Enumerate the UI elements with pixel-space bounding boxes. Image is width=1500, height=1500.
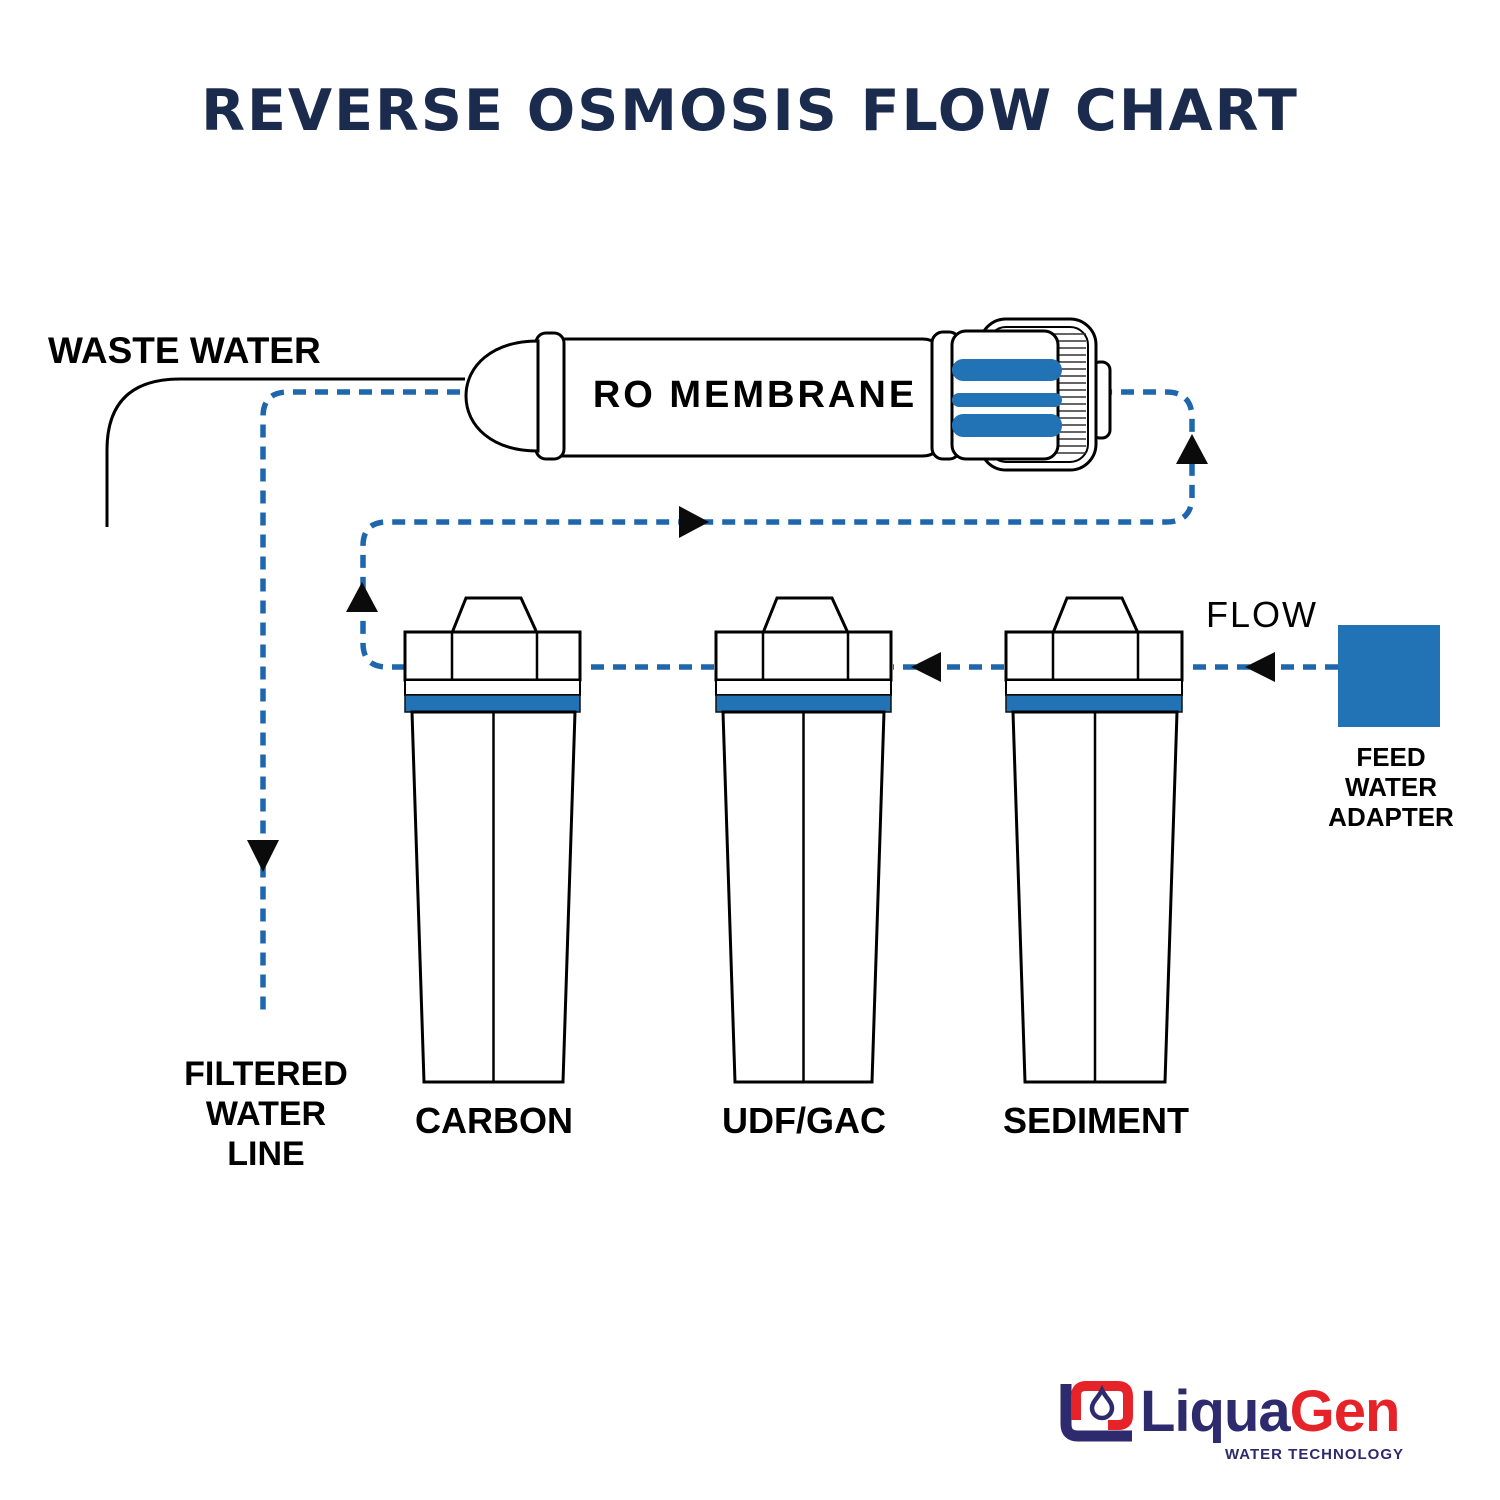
waste-water-label: WASTE WATER: [48, 330, 321, 371]
filter-cap: [403, 630, 582, 682]
filter-cap: [1004, 630, 1184, 682]
membrane-stripe: [952, 414, 1062, 437]
feed-water-adapter-square: [1338, 625, 1440, 727]
liquagen-logo: LiquaGen WATER TECHNOLOGY: [1058, 1378, 1438, 1468]
arrowhead-up: [1176, 434, 1208, 464]
membrane-stripe: [952, 359, 1062, 381]
membrane-dome-cap: [464, 339, 540, 453]
arrowhead-up: [346, 582, 378, 612]
filter-blue-band: [404, 694, 581, 713]
filter-blue-band: [1005, 694, 1183, 713]
water-drop-icon: [1089, 1384, 1115, 1421]
membrane-left-collar: [534, 331, 566, 461]
filtered-water-line-label: FILTERED WATER LINE: [184, 1054, 348, 1174]
filter-cap-lines: [761, 632, 850, 680]
stage-label-carbon: CARBON: [415, 1100, 573, 1141]
filter-housing-sediment: [1004, 596, 1184, 1084]
membrane-blue-stripes: [952, 359, 1062, 437]
stage-label-udf-gac: UDF/GAC: [722, 1100, 886, 1141]
logo-c-shape: [1071, 1381, 1133, 1430]
filter-blue-band: [715, 694, 892, 713]
feed-water-adapter-label-line: FEED: [1356, 742, 1426, 772]
filter-cap-lines: [450, 632, 539, 680]
arrowhead-right: [679, 506, 709, 538]
filter-cap-lines: [1051, 632, 1140, 680]
logo-wordmark-accent: Gen: [1289, 1379, 1401, 1444]
arrowhead-left: [911, 652, 941, 682]
filter-white-band: [715, 679, 892, 696]
liquagen-logo-mark-icon: [1060, 1381, 1133, 1442]
feed-water-adapter-label-line: WATER: [1345, 772, 1437, 802]
logo-l-shape: [1060, 1384, 1132, 1442]
filter-knob: [449, 596, 540, 635]
filtered-water-line-label-line: FILTERED: [184, 1055, 348, 1093]
filtered-water-line-label-line: LINE: [227, 1135, 305, 1173]
filter-white-band: [404, 679, 581, 696]
filter-knob: [760, 596, 851, 635]
feed-water-adapter-label-line: ADAPTER: [1328, 802, 1454, 832]
ro-membrane-label: RO MEMBRANE: [592, 374, 918, 416]
logo-wordmark-primary: Liqua: [1140, 1379, 1291, 1444]
membrane-stripe: [952, 393, 1062, 407]
waste-water-line: [105, 377, 465, 527]
arrowhead-left: [1245, 652, 1275, 682]
filter-housing-udf-gac: [714, 596, 893, 1084]
filter-cap: [714, 630, 893, 682]
ro-membrane-housing: [464, 317, 1112, 472]
filter-housing-carbon: [403, 596, 582, 1084]
feed-water-adapter-label: FEED WATER ADAPTER: [1328, 742, 1454, 832]
carbon-to-membrane-line: [360, 389, 1195, 670]
logo-tagline: WATER TECHNOLOGY: [1224, 1446, 1404, 1463]
page-title: REVERSE OSMOSIS FLOW CHART: [201, 78, 1299, 144]
stage-label-sediment: SEDIMENT: [1002, 1100, 1190, 1141]
filter-knob: [1050, 596, 1141, 635]
flow-arrowheads: [247, 434, 1275, 872]
logo-wordmark: LiquaGen: [1140, 1378, 1401, 1445]
flow-label: FLOW: [1206, 594, 1318, 635]
arrowhead-down: [247, 840, 279, 872]
filtered-water-line-label-line: WATER: [205, 1095, 327, 1133]
filter-white-band: [1005, 679, 1183, 696]
